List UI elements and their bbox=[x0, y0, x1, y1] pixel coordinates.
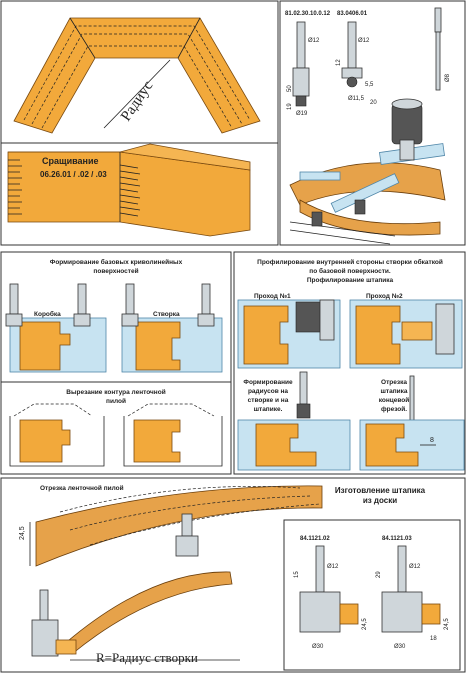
svg-text:по базовой поверхности.: по базовой поверхности. bbox=[309, 267, 391, 275]
svg-text:20: 20 bbox=[370, 100, 377, 106]
end-cut-profile bbox=[365, 423, 419, 467]
svg-text:24,5: 24,5 bbox=[362, 618, 368, 630]
machine-panel bbox=[279, 0, 466, 246]
svg-text:29: 29 bbox=[376, 571, 382, 578]
svg-text:24,5: 24,5 bbox=[444, 618, 450, 630]
formation-section: Формирование базовых криволинейных повер… bbox=[5, 258, 223, 373]
bead-strip bbox=[61, 571, 233, 655]
svg-text:Ø12: Ø12 bbox=[358, 38, 370, 44]
pass-2-profile bbox=[355, 305, 401, 365]
pass-1-label: Проход №1 bbox=[254, 293, 291, 300]
svg-text:Вырезание контура ленточной: Вырезание контура ленточной bbox=[66, 388, 165, 396]
profiling-panel bbox=[233, 251, 466, 475]
pass-2-cutter bbox=[435, 303, 455, 355]
svg-text:Ø8: Ø8 bbox=[445, 73, 451, 82]
cutter-code-2: 83.0406.01 bbox=[337, 11, 368, 17]
svg-text:фрезой.: фрезой. bbox=[381, 405, 407, 413]
box-contour-profile bbox=[19, 419, 71, 463]
band-saw-panel bbox=[0, 381, 232, 475]
formation-title-2: поверхностей bbox=[93, 267, 138, 275]
svg-text:Профилирование внутренней стор: Профилирование внутренней стороны створк… bbox=[257, 258, 443, 266]
end-mill-body bbox=[435, 31, 441, 91]
radius-line bbox=[103, 59, 171, 129]
box-label: Коробка bbox=[34, 310, 61, 318]
svg-text:концевой: концевой bbox=[379, 396, 410, 404]
bead-tool bbox=[31, 619, 59, 657]
splice-panel bbox=[0, 142, 279, 246]
svg-text:Ø12: Ø12 bbox=[409, 564, 421, 570]
svg-text:15: 15 bbox=[294, 571, 300, 578]
svg-text:Ø30: Ø30 bbox=[312, 644, 324, 650]
sash-label: Створка bbox=[153, 311, 180, 318]
svg-text:Ø11,5: Ø11,5 bbox=[348, 96, 365, 102]
band-saw-section: Вырезание контура ленточной пилой bbox=[9, 388, 223, 467]
box-profile bbox=[19, 321, 71, 371]
cutter-bottom-1 bbox=[299, 591, 341, 633]
splice-codes: 06.26.01 / .02 / .03 bbox=[40, 170, 107, 179]
svg-text:Формирование: Формирование bbox=[243, 379, 293, 386]
arch-drawing: Радиус bbox=[13, 17, 261, 134]
svg-text:Ø12: Ø12 bbox=[308, 38, 320, 44]
cutter-1-head bbox=[292, 67, 310, 97]
radius-form-profile bbox=[255, 423, 317, 467]
svg-text:5,5: 5,5 bbox=[365, 82, 374, 88]
svg-text:радиусов на: радиусов на bbox=[248, 388, 288, 395]
svg-text:Ø12: Ø12 bbox=[327, 564, 339, 570]
svg-text:Изготовление штапика: Изготовление штапика bbox=[335, 486, 426, 495]
svg-text:Отрезка: Отрезка bbox=[381, 379, 407, 386]
svg-text:Ø30: Ø30 bbox=[394, 644, 406, 650]
cutters-top: 81.02.30.10.0.12 83.0406.01 Ø12 Ø19 50 1… bbox=[285, 7, 451, 117]
svg-text:24,5: 24,5 bbox=[19, 526, 26, 540]
sash-radius-label: R=Радиус створки bbox=[96, 650, 198, 665]
svg-text:84.1121.02: 84.1121.02 bbox=[300, 536, 330, 542]
svg-text:50: 50 bbox=[287, 85, 293, 92]
router-motor bbox=[391, 103, 423, 145]
bead-section: Отрезка ленточной пилой Изготовление шта… bbox=[19, 484, 461, 671]
bead-panel bbox=[0, 477, 466, 673]
radius-label: Радиус bbox=[118, 78, 157, 124]
sash-profile bbox=[135, 321, 181, 371]
svg-text:12: 12 bbox=[336, 59, 342, 66]
formation-title-1: Формирование базовых криволинейных bbox=[50, 258, 183, 266]
svg-text:8: 8 bbox=[430, 437, 434, 444]
svg-text:18: 18 bbox=[430, 636, 437, 642]
splice-drawing: Сращивание 06.26.01 / .02 / .03 bbox=[7, 143, 251, 237]
profiling-section: Профилирование внутренней стороны створк… bbox=[237, 258, 465, 471]
finger-joint bbox=[8, 159, 141, 217]
saw-head bbox=[175, 535, 199, 557]
svg-text:штапика: штапика bbox=[380, 388, 407, 395]
splice-title: Сращивание bbox=[42, 156, 99, 166]
svg-text:Профилирование штапика: Профилирование штапика bbox=[307, 277, 394, 284]
svg-text:из доски: из доски bbox=[363, 496, 397, 505]
svg-text:Ø19: Ø19 bbox=[296, 111, 308, 117]
cutters-bottom: 84.1121.02 84.1121.03 Ø12 Ø30 15 24,5 Ø1… bbox=[283, 519, 461, 671]
cutter-2-shank bbox=[347, 21, 357, 69]
pass-1-profile bbox=[243, 305, 289, 365]
cutter-code-1: 81.02.30.10.0.12 bbox=[285, 11, 331, 17]
sash-contour-profile bbox=[133, 419, 181, 463]
svg-text:штапике.: штапике. bbox=[254, 406, 283, 413]
pass-1-cutter bbox=[295, 301, 321, 333]
cutter-bottom-2 bbox=[381, 591, 423, 633]
svg-text:створке и на: створке и на bbox=[248, 397, 289, 404]
end-mill-shank bbox=[434, 7, 442, 33]
pass-2-label: Проход №2 bbox=[366, 293, 403, 300]
svg-text:пилой: пилой bbox=[106, 397, 126, 405]
svg-text:19: 19 bbox=[287, 103, 293, 110]
cutter-2-head bbox=[341, 67, 363, 79]
cutter-1-shank bbox=[296, 21, 306, 69]
svg-text:84.1121.03: 84.1121.03 bbox=[382, 536, 412, 542]
bead-cut-title: Отрезка ленточной пилой bbox=[40, 484, 124, 492]
router-machine bbox=[289, 98, 446, 245]
curved-workpiece bbox=[289, 162, 446, 206]
